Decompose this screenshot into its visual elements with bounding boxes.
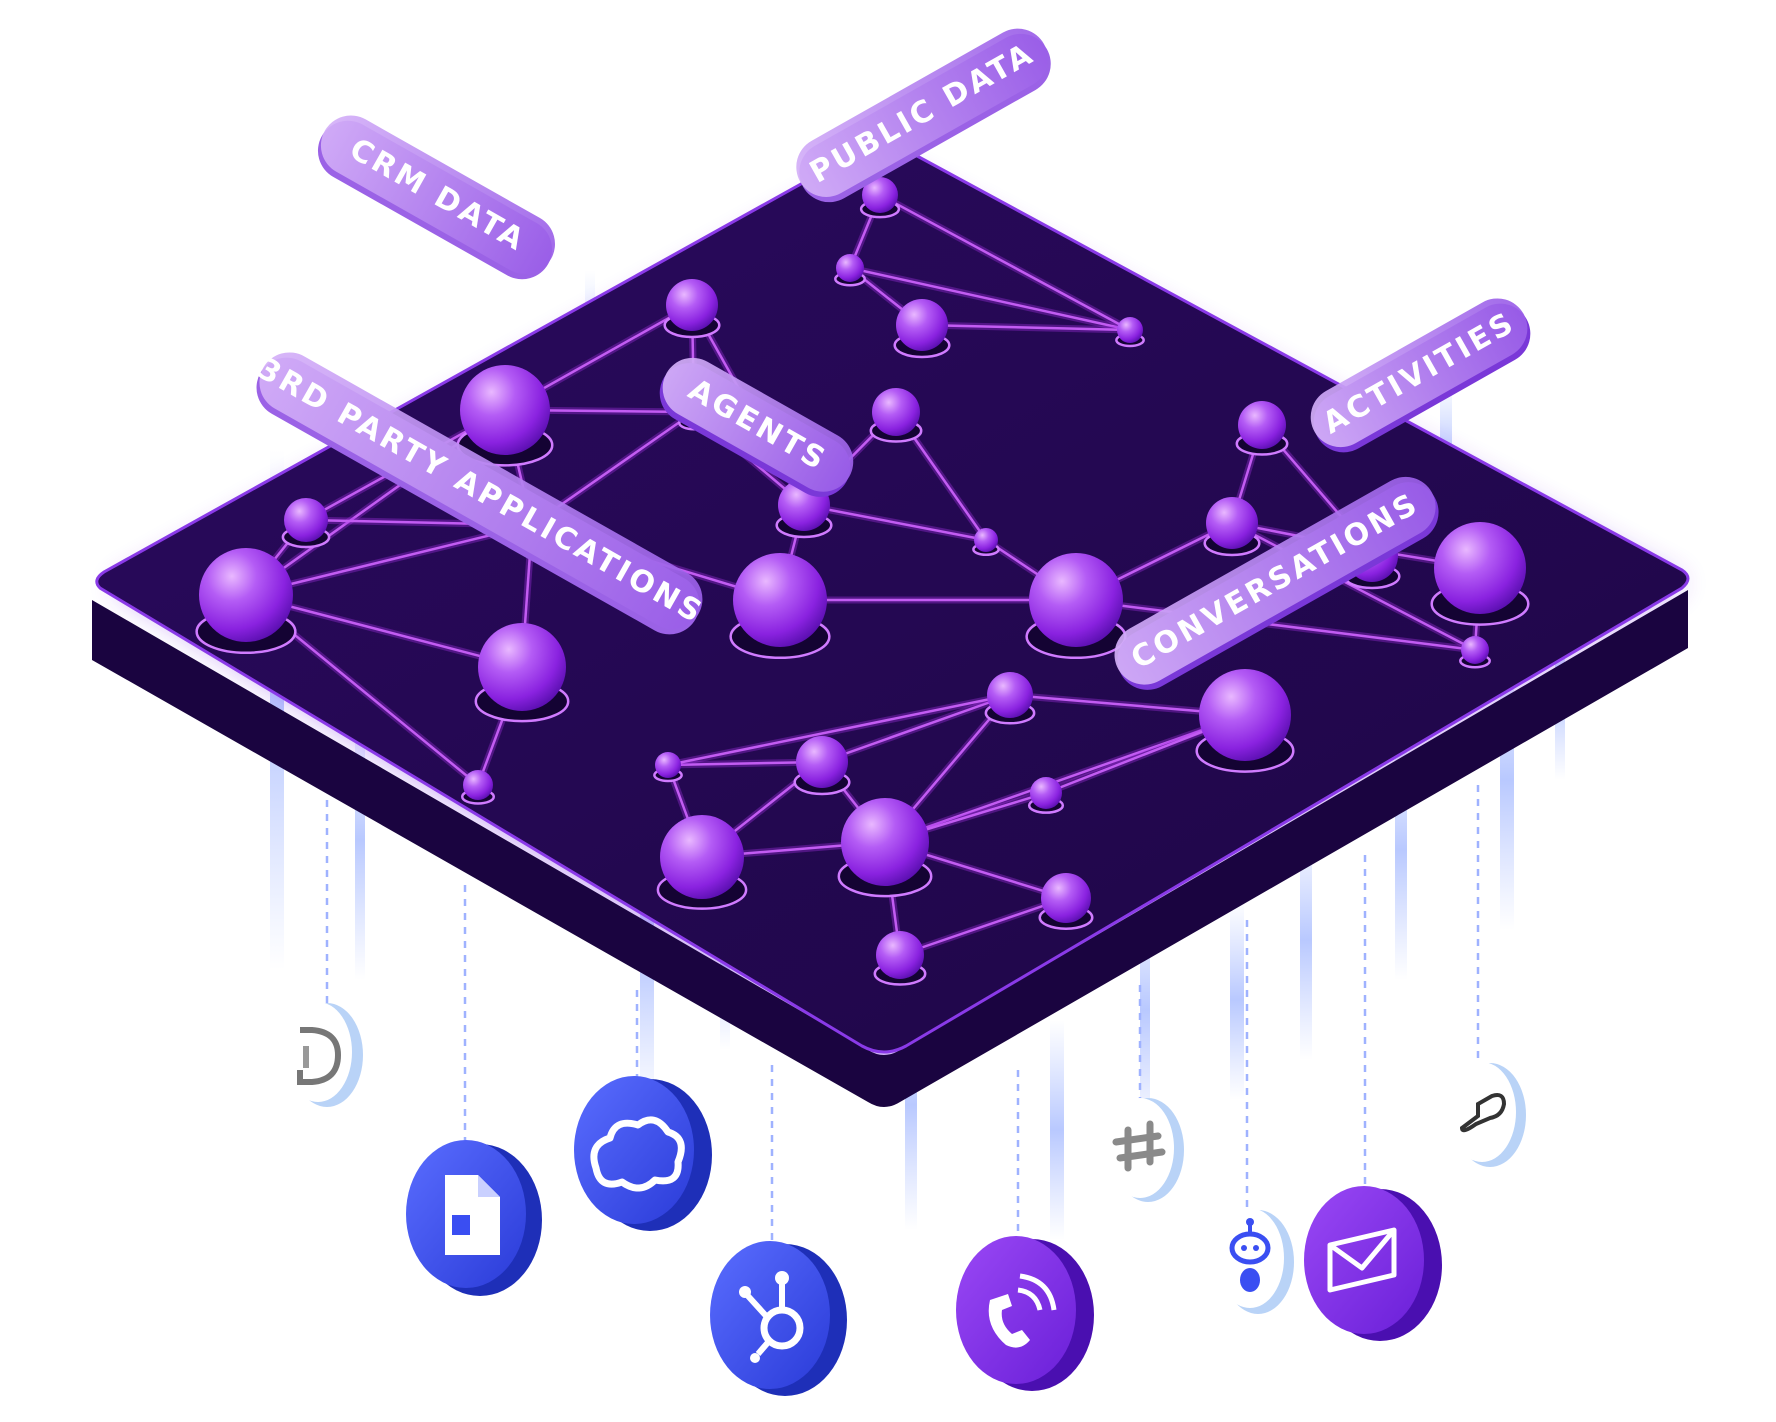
network-edge — [884, 713, 1246, 844]
network-node — [893, 299, 951, 359]
network-edge — [879, 193, 1131, 332]
network-node — [729, 553, 831, 660]
bot-icon[interactable] — [1216, 1208, 1294, 1314]
slack-icon[interactable] — [1106, 1098, 1184, 1202]
network-edge — [899, 896, 1067, 957]
network-node — [984, 672, 1036, 725]
integration-icons — [284, 1002, 1526, 1396]
network-node — [1038, 873, 1094, 930]
network-edge — [803, 503, 987, 542]
network-node — [1203, 497, 1261, 557]
network-node — [281, 498, 331, 549]
network-node — [456, 365, 554, 467]
network-node — [834, 254, 866, 287]
network-edge — [667, 693, 1011, 767]
network-node — [461, 770, 495, 805]
hubspot-icon[interactable] — [710, 1241, 847, 1396]
network-node — [873, 931, 927, 986]
network-edge — [849, 266, 1131, 332]
network-node — [793, 736, 851, 796]
connector-lines — [325, 785, 1480, 1250]
network-edge — [1231, 521, 1476, 652]
network-edge — [921, 323, 1131, 332]
network-node — [195, 548, 297, 655]
network-node — [1027, 777, 1065, 814]
cloud-icon[interactable] — [574, 1076, 712, 1231]
network-node — [663, 279, 721, 339]
network-node — [869, 388, 923, 443]
network-edge — [821, 693, 1011, 764]
network-node — [1459, 636, 1491, 669]
network-edge — [245, 593, 523, 669]
network-node — [1115, 317, 1145, 348]
infinity-icon[interactable] — [1448, 1062, 1526, 1167]
network-node — [1195, 669, 1295, 773]
network-edge — [245, 523, 533, 597]
tag-crm-data: CRM DATA — [317, 115, 555, 280]
network-node — [1025, 553, 1127, 660]
network-node — [1430, 522, 1530, 626]
network-node — [656, 815, 748, 910]
email-icon[interactable] — [1304, 1186, 1442, 1341]
network-node — [837, 798, 933, 898]
network-node — [972, 528, 1000, 557]
network-edge — [1075, 598, 1476, 652]
network-node — [859, 177, 901, 219]
d-logo-icon[interactable] — [284, 1002, 363, 1107]
network-node — [474, 623, 570, 723]
network-node — [1235, 401, 1289, 456]
document-icon[interactable] — [406, 1140, 542, 1296]
phone-icon[interactable] — [956, 1236, 1094, 1391]
network-node — [653, 752, 683, 783]
